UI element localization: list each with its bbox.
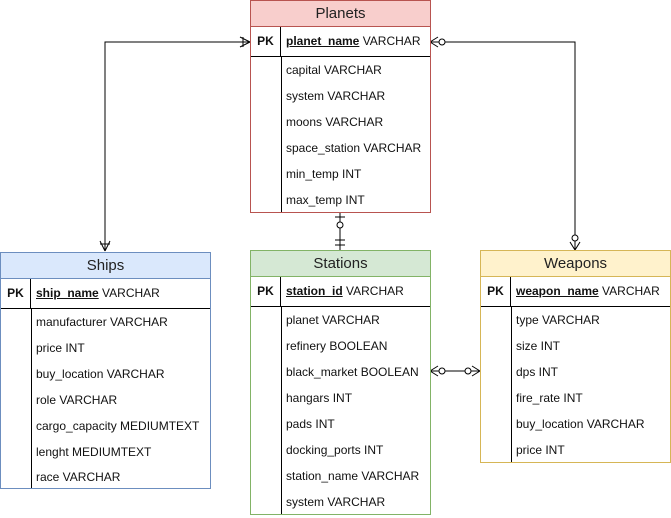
- entity-ships[interactable]: Ships PK ship_name VARCHAR manufacturer …: [0, 252, 211, 489]
- connector-line-planets-weapons: [430, 41, 576, 250]
- circle-weapons-stations: [464, 367, 472, 375]
- pk-name: planet_name: [286, 34, 360, 48]
- field-min-temp: min_temp INT: [286, 167, 362, 181]
- field-price: price INT: [36, 341, 85, 355]
- field-list-stations: planet VARCHAR refinery BOOLEAN black_ma…: [251, 307, 430, 514]
- field-system: system VARCHAR: [286, 495, 386, 509]
- field-race: race VARCHAR: [36, 470, 121, 484]
- field-price: price INT: [516, 443, 565, 457]
- pk-label: PK: [251, 27, 281, 56]
- pk-field-ships: ship_name VARCHAR: [36, 279, 160, 308]
- pk-field-planets: planet_name VARCHAR: [286, 27, 420, 56]
- circle-stations-weapons: [438, 367, 446, 375]
- crowfoot-weapons-stations: [471, 365, 481, 372]
- pk-row-planets: PK planet_name VARCHAR: [251, 27, 430, 57]
- relationship-planets-stations: [335, 212, 345, 250]
- field-role: role VARCHAR: [36, 393, 118, 407]
- pk-type: VARCHAR: [598, 284, 660, 298]
- field-type: type VARCHAR: [516, 313, 600, 327]
- circle-planets-weapons: [438, 38, 446, 46]
- field-hangars: hangars INT: [286, 391, 353, 405]
- pk-label: PK: [1, 279, 31, 308]
- field-size: size INT: [516, 339, 561, 353]
- entity-planets[interactable]: Planets PK planet_name VARCHAR capital V…: [250, 0, 431, 213]
- field-list-weapons: type VARCHAR size INT dps INT fire_rate …: [481, 307, 670, 462]
- field-list-planets: capital VARCHAR system VARCHAR moons VAR…: [251, 57, 430, 212]
- field-buy-location: buy_location VARCHAR: [36, 367, 165, 381]
- entity-weapons[interactable]: Weapons PK weapon_name VARCHAR type VARC…: [480, 250, 671, 463]
- pk-type: VARCHAR: [98, 286, 160, 300]
- entity-stations[interactable]: Stations PK station_id VARCHAR planet VA…: [250, 250, 431, 515]
- field-lenght: lenght MEDIUMTEXT: [36, 445, 152, 459]
- field-refinery: refinery BOOLEAN: [286, 339, 388, 353]
- entity-title-planets: Planets: [251, 1, 430, 27]
- field-station-name: station_name VARCHAR: [286, 469, 420, 483]
- pk-field-stations: station_id VARCHAR: [286, 277, 404, 306]
- field-capital: capital VARCHAR: [286, 63, 382, 77]
- crowfoot-weapons-planets: [569, 241, 576, 251]
- crowfoot-stations-weapons: [429, 365, 439, 372]
- crowfoot-ships-planets: [99, 240, 106, 252]
- relationship-planets-ships: [99, 36, 251, 252]
- field-cargo-capacity: cargo_capacity MEDIUMTEXT: [36, 419, 200, 433]
- field-space-station: space_station VARCHAR: [286, 141, 422, 155]
- entity-title-weapons: Weapons: [481, 251, 670, 277]
- pk-field-weapons: weapon_name VARCHAR: [516, 277, 660, 306]
- relationship-stations-weapons: [429, 365, 481, 377]
- circle-weapons-planets: [571, 234, 579, 242]
- pk-type: VARCHAR: [342, 284, 404, 298]
- field-system: system VARCHAR: [286, 89, 386, 103]
- field-black-market: black_market BOOLEAN: [286, 365, 419, 379]
- field-moons: moons VARCHAR: [286, 115, 384, 129]
- field-docking-ports: docking_ports INT: [286, 443, 384, 457]
- pk-row-ships: PK ship_name VARCHAR: [1, 279, 210, 309]
- field-list-ships: manufacturer VARCHAR price INT buy_locat…: [1, 309, 210, 488]
- field-max-temp: max_temp INT: [286, 193, 365, 207]
- pk-row-weapons: PK weapon_name VARCHAR: [481, 277, 670, 307]
- field-pads: pads INT: [286, 417, 335, 431]
- pk-label: PK: [481, 277, 511, 306]
- crowfoot-planets-weapons: [429, 36, 439, 43]
- pk-name: weapon_name: [516, 284, 599, 298]
- crowfoot-planets-ships: [239, 36, 251, 43]
- field-buy-location: buy_location VARCHAR: [516, 417, 645, 431]
- pk-name: ship_name: [36, 286, 99, 300]
- field-planet: planet VARCHAR: [286, 313, 380, 327]
- pk-type: VARCHAR: [359, 34, 421, 48]
- field-manufacturer: manufacturer VARCHAR: [36, 315, 168, 329]
- entity-title-ships: Ships: [1, 253, 210, 279]
- relationship-planets-weapons: [429, 36, 581, 251]
- connector-line-planets-ships: [104, 41, 250, 251]
- circle-planets-stations: [336, 221, 344, 229]
- pk-label: PK: [251, 277, 281, 306]
- field-fire-rate: fire_rate INT: [516, 391, 583, 405]
- pk-row-stations: PK station_id VARCHAR: [251, 277, 430, 307]
- field-dps: dps INT: [516, 365, 559, 379]
- pk-name: station_id: [286, 284, 343, 298]
- entity-title-stations: Stations: [251, 251, 430, 277]
